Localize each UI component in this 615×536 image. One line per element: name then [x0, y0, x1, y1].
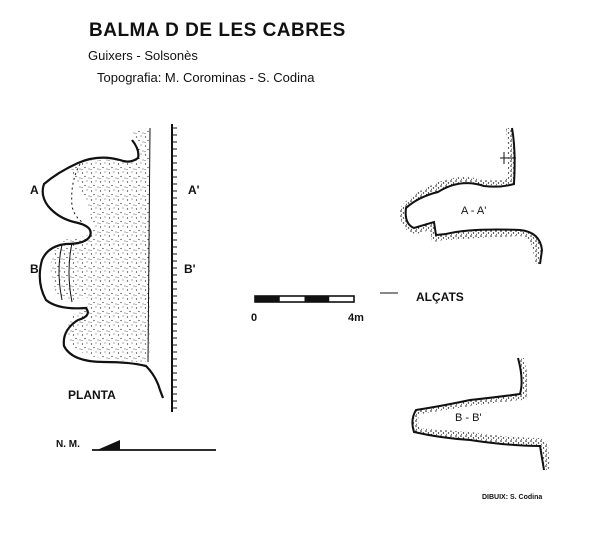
plan-view	[38, 124, 177, 412]
section-a-left-label: A	[30, 183, 39, 197]
plan-wall-outline	[38, 139, 165, 399]
elevation-bb-rock	[412, 358, 550, 470]
elevations-label: ALÇATS	[416, 290, 464, 304]
north-label: N. M.	[56, 439, 80, 450]
location-subtitle: Guixers - Solsonès	[88, 48, 198, 63]
elevation-aa-rock	[399, 128, 542, 264]
north-arrow	[92, 440, 216, 451]
plan-view-label: PLANTA	[68, 388, 116, 402]
section-a-right-label: A'	[188, 183, 200, 197]
plan-dripline-b2	[68, 242, 73, 303]
elevation-bb	[411, 357, 550, 471]
plan-dripline-b1	[58, 244, 63, 301]
plan-dripline-a	[71, 163, 83, 223]
plan-dripline-edge	[147, 127, 151, 363]
elevation-bb-label: B - B'	[455, 412, 482, 424]
elevation-aa-profile	[404, 127, 544, 265]
scale-bar	[254, 292, 398, 303]
elevation-bb-profile	[411, 357, 545, 471]
section-b-left-label: B	[30, 262, 39, 276]
plan-cliff-line	[171, 124, 177, 412]
plan-floor	[50, 128, 150, 363]
scale-end-label: 4m	[348, 312, 364, 324]
elevation-aa-label: A - A'	[461, 205, 487, 217]
drawing-credit: DIBUIX: S. Codina	[482, 494, 543, 501]
section-b-right-label: B'	[184, 262, 196, 276]
scale-start-label: 0	[251, 312, 258, 324]
drawing-title: BALMA D DE LES CABRES	[89, 20, 346, 41]
survey-credits: Topografia: M. Corominas - S. Codina	[97, 70, 315, 85]
elevation-aa	[399, 127, 544, 265]
